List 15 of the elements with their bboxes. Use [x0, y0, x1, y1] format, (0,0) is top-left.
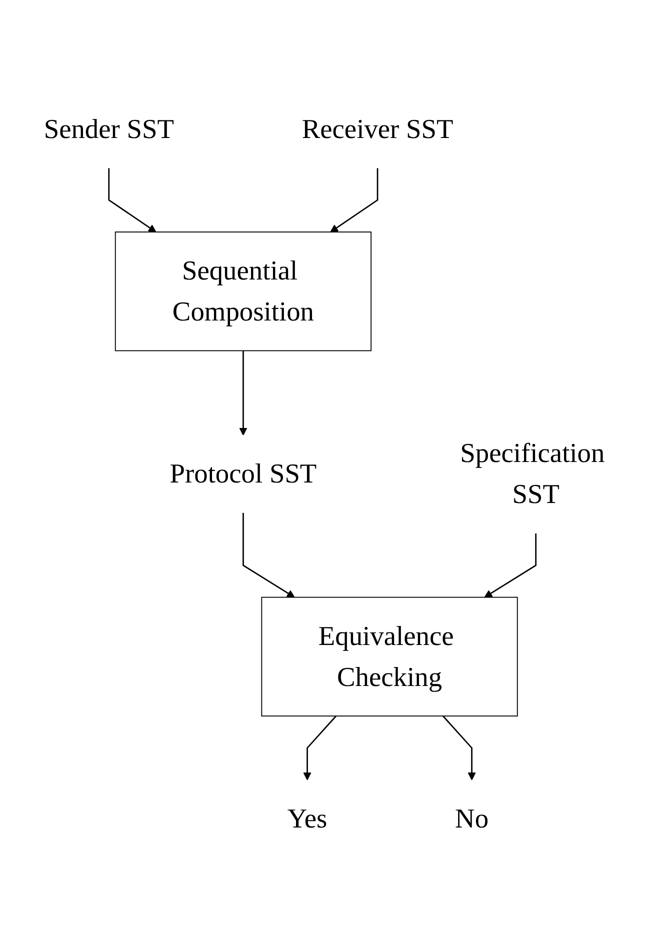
- node-box: Equivalence Checking: [261, 596, 518, 716]
- arrow: [330, 168, 378, 232]
- arrow: [442, 716, 476, 780]
- node-text: Yes: [287, 804, 328, 834]
- arrow: [108, 168, 156, 232]
- arrow: [239, 350, 248, 436]
- node-text: Sender SST: [44, 114, 174, 144]
- node-box: Sequential Composition: [114, 232, 372, 352]
- node-text: Receiver SST: [302, 114, 454, 144]
- node-text: Specification SST: [460, 438, 605, 510]
- node-text: Protocol SST: [170, 458, 317, 490]
- node-text: No: [455, 804, 489, 834]
- arrow: [242, 512, 295, 598]
- arrow: [484, 533, 537, 598]
- arrow: [303, 716, 337, 780]
